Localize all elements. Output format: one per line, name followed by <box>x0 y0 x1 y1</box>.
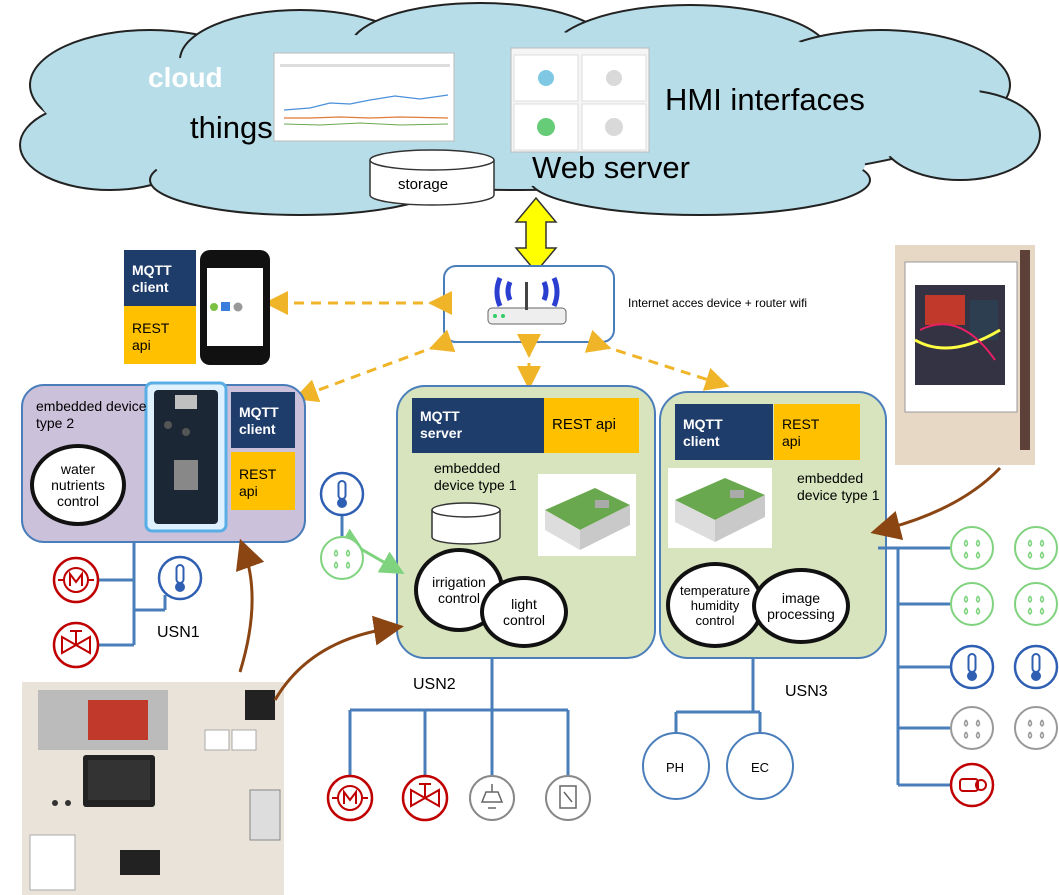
humidity-icon <box>950 526 994 570</box>
particle-board-photo <box>144 381 228 533</box>
web-server-label: Web server <box>532 150 690 185</box>
router-icon <box>487 276 567 325</box>
usn2-rest-chip: REST api <box>544 398 639 453</box>
usn1-water-nutrients-bubble: water nutrients control <box>30 444 126 526</box>
humidity-icon <box>950 706 994 750</box>
usn2-mqtt-chip: MQTT server <box>412 398 544 453</box>
mobile-rest-chip: REST api <box>124 306 196 364</box>
router-label: Internet acces device + router wifi <box>628 296 808 310</box>
thermometer-icon <box>1013 644 1059 690</box>
enclosure-photo <box>895 245 1035 465</box>
database-icon <box>431 502 501 545</box>
ph-label: PH <box>666 760 685 775</box>
usn2-network-label: USN2 <box>413 676 456 693</box>
motor-icon <box>326 774 374 822</box>
lab-panel-photo <box>22 682 284 895</box>
ph-sensor <box>642 732 710 800</box>
usn3-bus <box>674 658 762 740</box>
raspberry-pi-photo-usn2 <box>538 474 636 556</box>
humidity-icon <box>320 536 364 580</box>
cloud-title: cloud <box>148 62 223 93</box>
thermometer-icon <box>157 555 203 601</box>
things-label: things <box>190 110 273 145</box>
hmi-label: HMI interfaces <box>665 82 865 117</box>
motor-icon <box>52 556 100 604</box>
usn1-bus <box>98 542 167 647</box>
usn3-title: embedded device type 1 <box>797 470 880 503</box>
storage-label: storage <box>398 176 449 193</box>
usn3-mqtt-chip: MQTT client <box>675 404 773 460</box>
humidity-icon <box>1014 526 1058 570</box>
humidity-icon <box>1014 706 1058 750</box>
usn2-title: embedded device type 1 <box>434 460 517 493</box>
cloud-router-arrow <box>514 196 558 274</box>
usn3-image-processing-bubble: image processing <box>752 568 850 644</box>
valve-icon <box>401 774 449 822</box>
usn3-rest-chip: REST api <box>774 404 860 460</box>
heater-icon <box>949 762 995 808</box>
ec-label: EC <box>751 760 770 775</box>
usn2-bus <box>348 658 570 775</box>
wifi-links <box>264 291 730 403</box>
usn1-rest-chip: REST api <box>231 452 295 510</box>
storage-icon <box>369 149 495 206</box>
usn1-mqtt-chip: MQTT client <box>231 392 295 448</box>
deployment-arrows <box>235 466 1002 701</box>
mobile-mqtt-chip: MQTT client <box>124 250 196 306</box>
cloud-chart-screenshot <box>273 52 455 142</box>
router-box <box>443 265 615 343</box>
hmi-dashboard-screenshot <box>510 47 650 153</box>
thermometer-icon <box>319 471 365 517</box>
raspberry-pi-photo-usn3 <box>668 468 772 548</box>
usn2-light-bubble: light control <box>480 576 568 648</box>
usn3-temperature-bubble: temperature humidity control <box>666 562 764 648</box>
ec-sensor <box>726 732 794 800</box>
smartphone-icon <box>200 250 270 365</box>
lamp-icon <box>469 775 515 821</box>
valve-icon <box>52 621 100 669</box>
humidity-icon <box>1014 582 1058 626</box>
usn3-network-label: USN3 <box>785 683 828 700</box>
actuator-icon <box>545 775 591 821</box>
usn1-network-label: USN1 <box>157 624 200 641</box>
thermometer-icon <box>949 644 995 690</box>
humidity-icon <box>950 582 994 626</box>
right-bus <box>878 546 950 787</box>
usn1-title: embedded device type 2 <box>36 398 147 431</box>
